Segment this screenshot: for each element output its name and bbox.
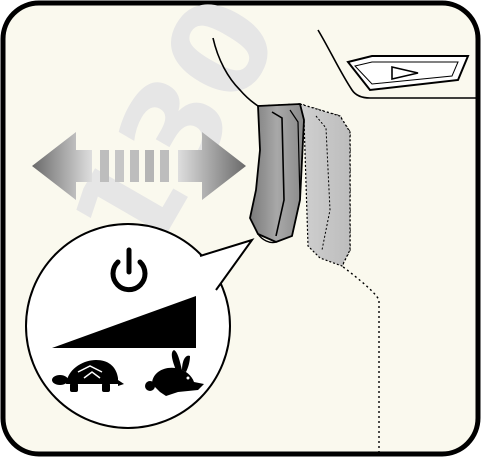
- turtle-icon: [52, 360, 124, 392]
- trigger-button: [346, 55, 470, 92]
- speed-ramp-icon: [52, 296, 196, 348]
- double-arrow-icon: [32, 132, 246, 200]
- power-icon: [110, 247, 148, 293]
- rabbit-icon: [145, 350, 204, 396]
- trigger-arrow-icon: [391, 65, 419, 81]
- speed-dial: [249, 103, 351, 267]
